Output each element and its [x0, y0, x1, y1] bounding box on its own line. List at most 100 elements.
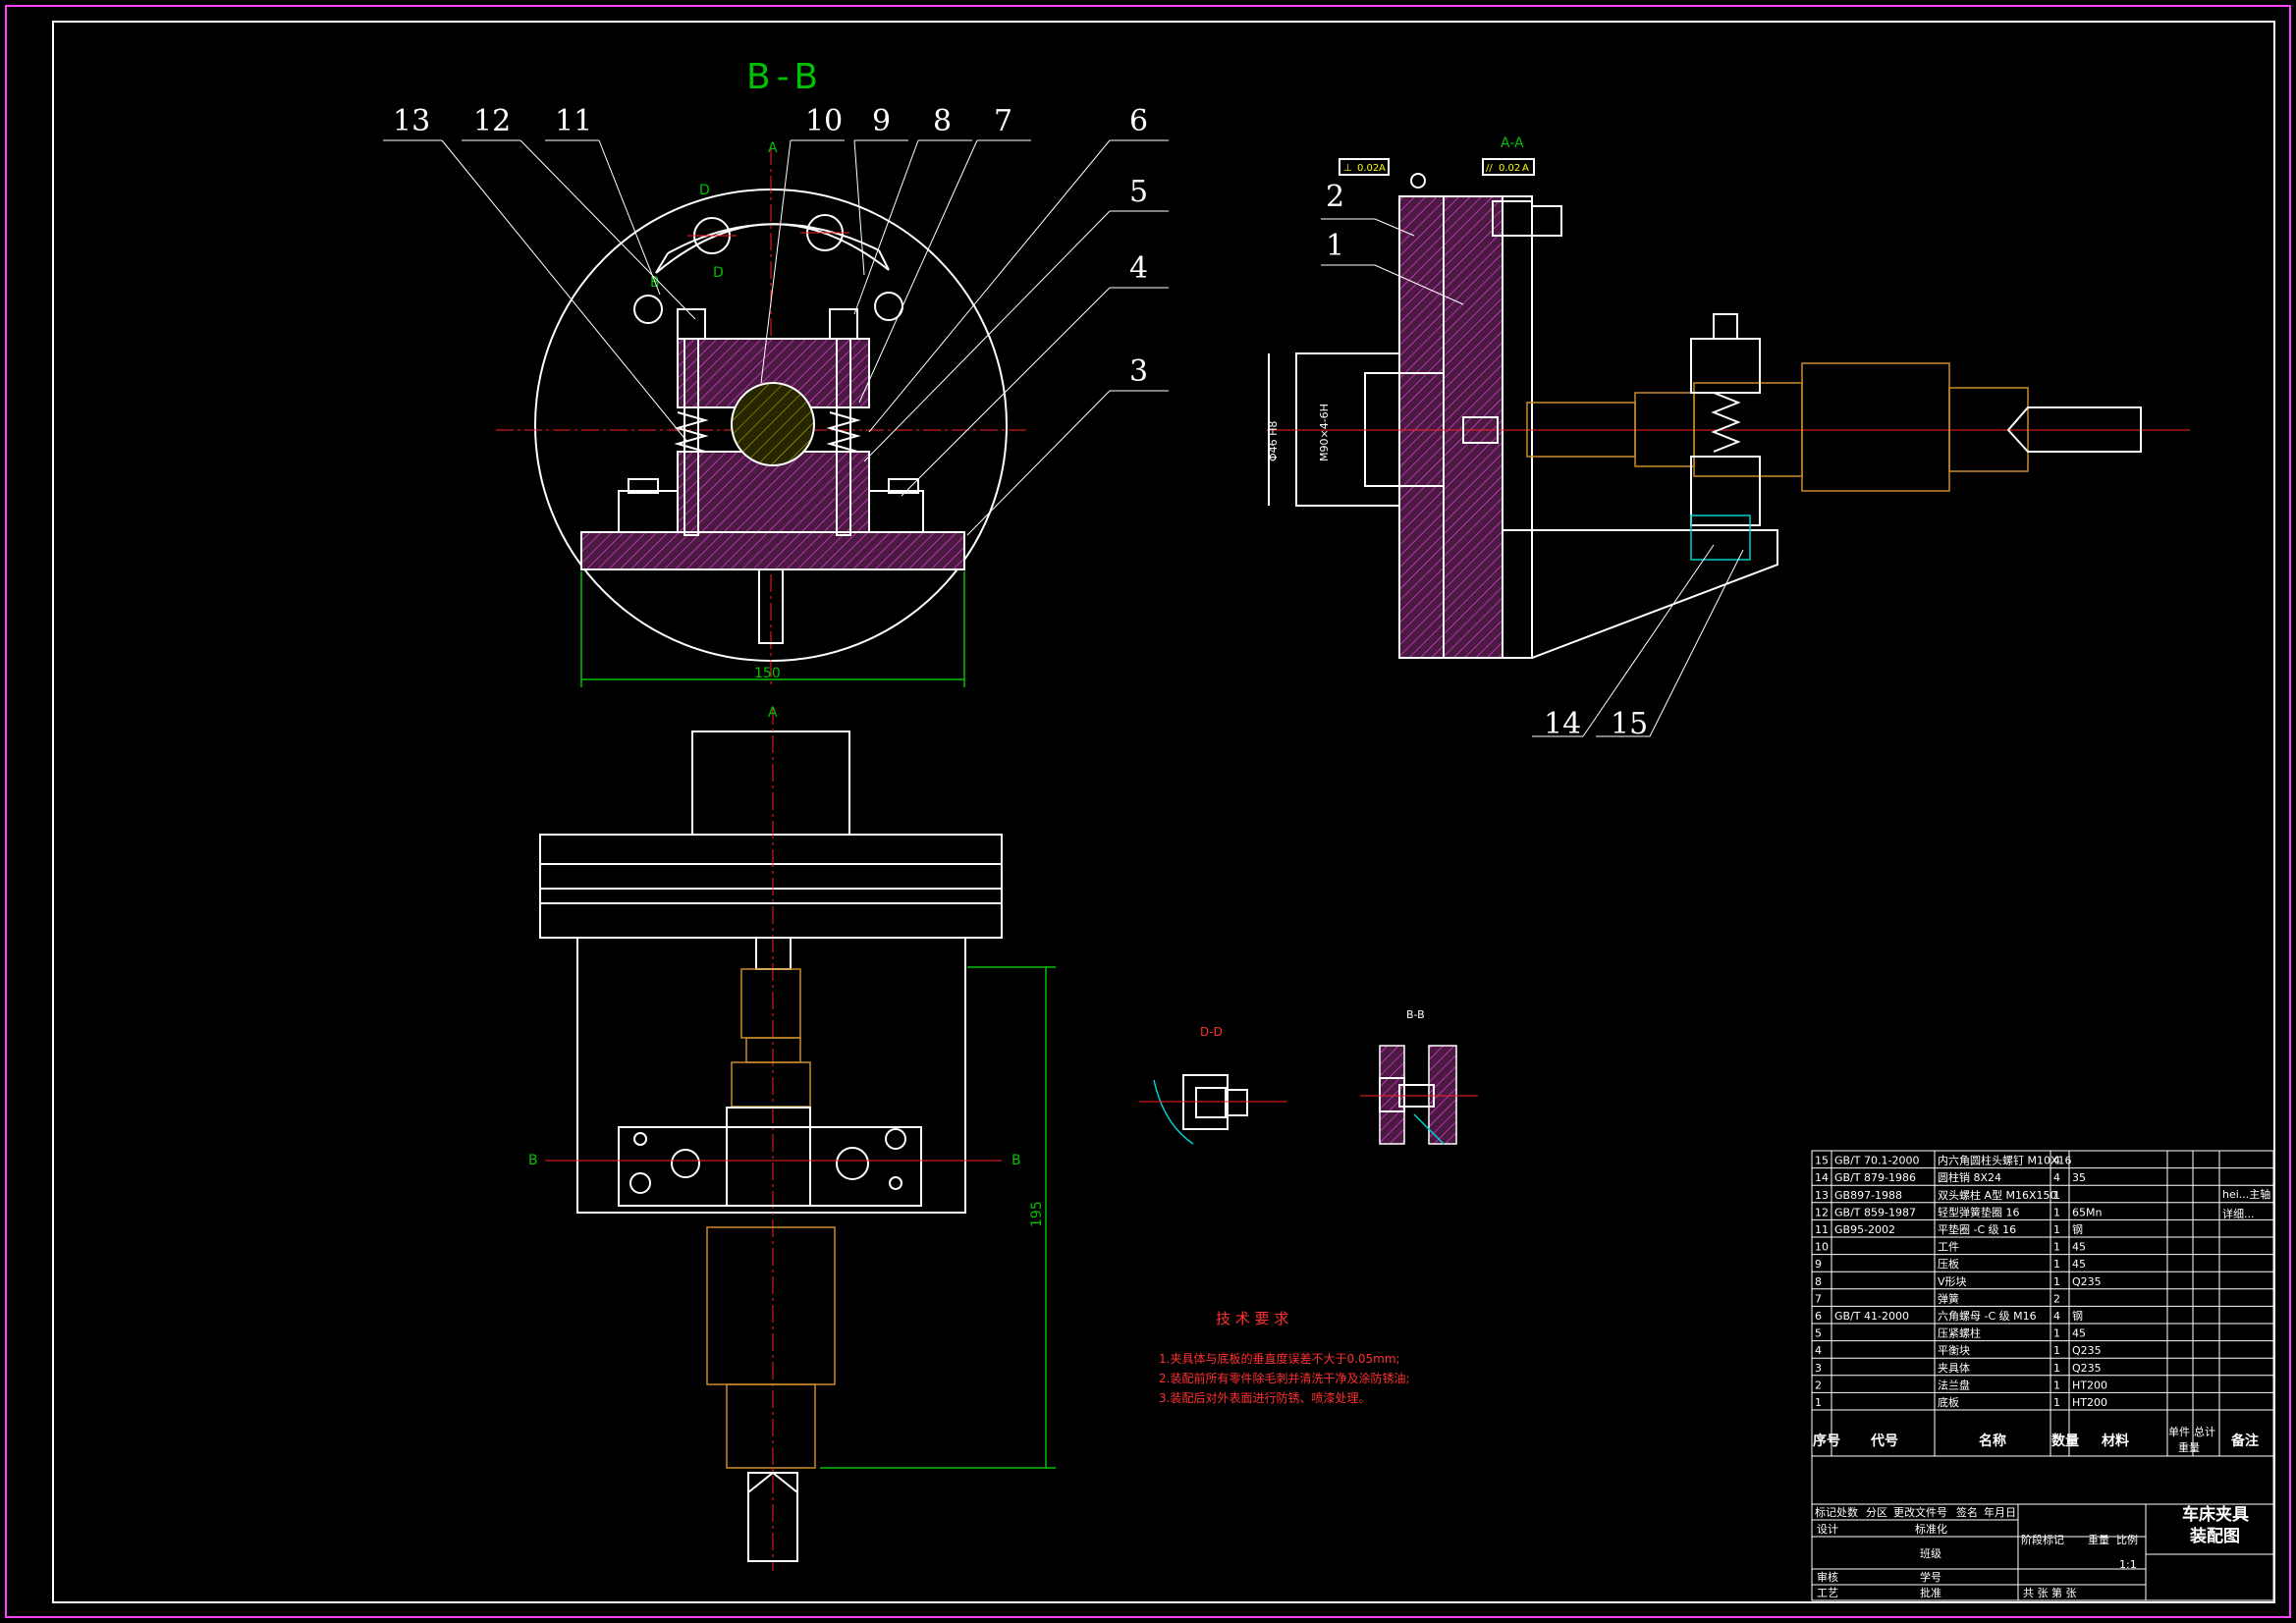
bom-cell-qty: 1 [2053, 1241, 2060, 1254]
bom-header-material: 材料 [2102, 1433, 2129, 1449]
tb-row-label-3: 分区 [1866, 1506, 1887, 1519]
bom-cell-material: HT200 [2072, 1396, 2107, 1409]
bom-cell-no: 8 [1815, 1275, 1822, 1288]
drawing-title-1: 车床夹具 [2182, 1504, 2249, 1525]
bom-cell-qty: 1 [2053, 1275, 2060, 1288]
section-bb-small-title: B-B [1406, 1008, 1425, 1021]
bom-cell-material: 钢 [2072, 1310, 2083, 1323]
bom-cell-name: 压板 [1938, 1257, 1959, 1271]
bom-cell-no: 4 [1815, 1344, 1822, 1357]
bom-cell-code: GB/T 70.1-2000 [1834, 1155, 1919, 1167]
bom-header-code: 代号 [1870, 1433, 1898, 1449]
tb-sheets: 共 张 第 张 [2023, 1586, 2077, 1599]
bom-cell-qty: 1 [2053, 1344, 2060, 1357]
tb-row-label-2: 处数 [1836, 1506, 1858, 1519]
part-label-6: 6 [1129, 104, 1148, 138]
part-label-9: 9 [872, 104, 891, 138]
bom-cell-no: 7 [1815, 1292, 1822, 1305]
tb-stage-1: 阶段标记 [2021, 1533, 2064, 1546]
bom-cell-name: 工件 [1938, 1241, 1959, 1254]
tb-row-label-4: 更改文件号 [1893, 1505, 1947, 1519]
outer-border [5, 5, 2291, 1618]
bom-cell-name: 平衡块 [1938, 1344, 1970, 1357]
tol-frame-1-symbol: ⊥ [1343, 163, 1352, 174]
bom-cell-no: 6 [1815, 1310, 1822, 1323]
bom-cell-no: 13 [1815, 1189, 1829, 1202]
side-view: ⊥ 0.02 A // 0.02 A A-A Φ46 H8 M90×4-6H [1267, 135, 2190, 741]
dim-thread: M90×4-6H [1318, 404, 1331, 461]
part-label-12: 12 [473, 104, 511, 138]
bom-cell-qty: 4 [2053, 1155, 2060, 1167]
bom-side-note-1: hei...主轴 [2222, 1187, 2270, 1201]
part-label-10: 10 [805, 104, 843, 138]
tech-requirements: 技 术 要 求 1.夹具体与底板的垂直度误差不大于0.05mm; 2.装配前所有… [1159, 1310, 1410, 1405]
bom-cell-material: 35 [2072, 1171, 2086, 1184]
tb-row-label-5: 签名 [1956, 1505, 1978, 1519]
bom-cell-no: 5 [1815, 1327, 1822, 1340]
tech-req-title: 技 术 要 求 [1216, 1310, 1288, 1327]
bom-cell-material: Q235 [2072, 1362, 2102, 1375]
bom-cell-qty: 1 [2053, 1258, 2060, 1271]
bom-cell-name: 圆柱销 8X24 [1938, 1170, 2001, 1184]
drawing-title-2: 装配图 [2189, 1526, 2240, 1546]
section-marker-d-bottom: D [713, 265, 724, 281]
dim-150: 150 [754, 666, 781, 681]
section-marker-a-front: A [768, 705, 778, 721]
section-marker-d-top: D [699, 183, 710, 198]
inner-frame [52, 21, 2275, 1603]
bom-cell-material: HT200 [2072, 1379, 2107, 1391]
tol-frame-1-value: 0.02 [1357, 163, 1379, 174]
bom-cell-no: 12 [1815, 1206, 1829, 1218]
bom-cell-no: 2 [1815, 1379, 1822, 1391]
bom-header-no: 序号 [1813, 1433, 1840, 1449]
part-label-4: 4 [1129, 251, 1148, 286]
bom-cell-name: 轻型弹簧垫圈 16 [1938, 1205, 2020, 1218]
bom-cell-qty: 1 [2053, 1396, 2060, 1409]
bom-cell-qty: 1 [2053, 1223, 2060, 1236]
bom-header-unit-weight: 单件 [2168, 1426, 2190, 1438]
bom-cell-no: 15 [1815, 1155, 1829, 1167]
tb-standardize: 标准化 [1915, 1522, 1947, 1536]
tb-design: 设计 [1817, 1523, 1838, 1536]
bom-cell-material: 45 [2072, 1241, 2086, 1254]
part-label-5: 5 [1129, 175, 1148, 209]
part-label-8: 8 [933, 104, 952, 138]
bom-header-note: 备注 [2230, 1433, 2259, 1449]
bom-cell-name: 双头螺柱 A型 M16X150 [1938, 1188, 2057, 1202]
part-label-11: 11 [555, 104, 592, 138]
section-bb-small-view: B-B [1360, 1008, 1478, 1145]
part-label-1: 1 [1326, 229, 1344, 263]
tech-req-item-1: 1.夹具体与底板的垂直度误差不大于0.05mm; [1159, 1351, 1400, 1366]
bom-cell-qty: 1 [2053, 1189, 2060, 1202]
bom-cell-name: 内六角圆柱头螺钉 M10X16 [1938, 1154, 2072, 1167]
bom-cell-qty: 2 [2053, 1292, 2060, 1305]
part-label-3: 3 [1129, 354, 1148, 389]
bom-cell-no: 11 [1815, 1223, 1829, 1236]
bom-cell-name: 压紧螺柱 [1938, 1326, 1981, 1340]
tol-frame-2-value: 0.02 [1499, 163, 1520, 174]
part-label-2: 2 [1326, 180, 1344, 214]
tb-review: 审核 [1817, 1570, 1838, 1584]
tb-class: 班级 [1920, 1547, 1941, 1560]
dim-195: 195 [1029, 1201, 1045, 1227]
bom-cell-name: 平垫圈 -C 级 16 [1938, 1222, 2016, 1236]
tb-row-label-1: 标记 [1815, 1505, 1836, 1519]
bom-header-qty: 数量 [2051, 1433, 2079, 1449]
bom-cell-qty: 4 [2053, 1171, 2060, 1184]
tb-stage-3: 比例 [2116, 1533, 2138, 1546]
bom-cell-material: 45 [2072, 1258, 2086, 1271]
bom-header-weight: 重量 [2178, 1440, 2200, 1454]
bom-cell-name: 弹簧 [1938, 1291, 1959, 1305]
tb-student-no: 学号 [1920, 1570, 1941, 1584]
tb-row-label-6: 年月日 [1984, 1505, 2016, 1519]
section-marker-b-right-front: B [1011, 1153, 1021, 1168]
bom-cell-qty: 1 [2053, 1379, 2060, 1391]
section-bb-view: B-B [383, 57, 1169, 687]
bom-cell-no: 14 [1815, 1171, 1829, 1184]
tech-req-item-2: 2.装配前所有零件除毛刺并清洗干净及涂防锈油; [1159, 1371, 1410, 1385]
tb-process: 工艺 [1817, 1587, 1838, 1599]
part-label-7: 7 [994, 104, 1012, 138]
bom-cell-name: 夹具体 [1938, 1361, 1970, 1375]
bom-cell-name: 底板 [1938, 1395, 1959, 1409]
